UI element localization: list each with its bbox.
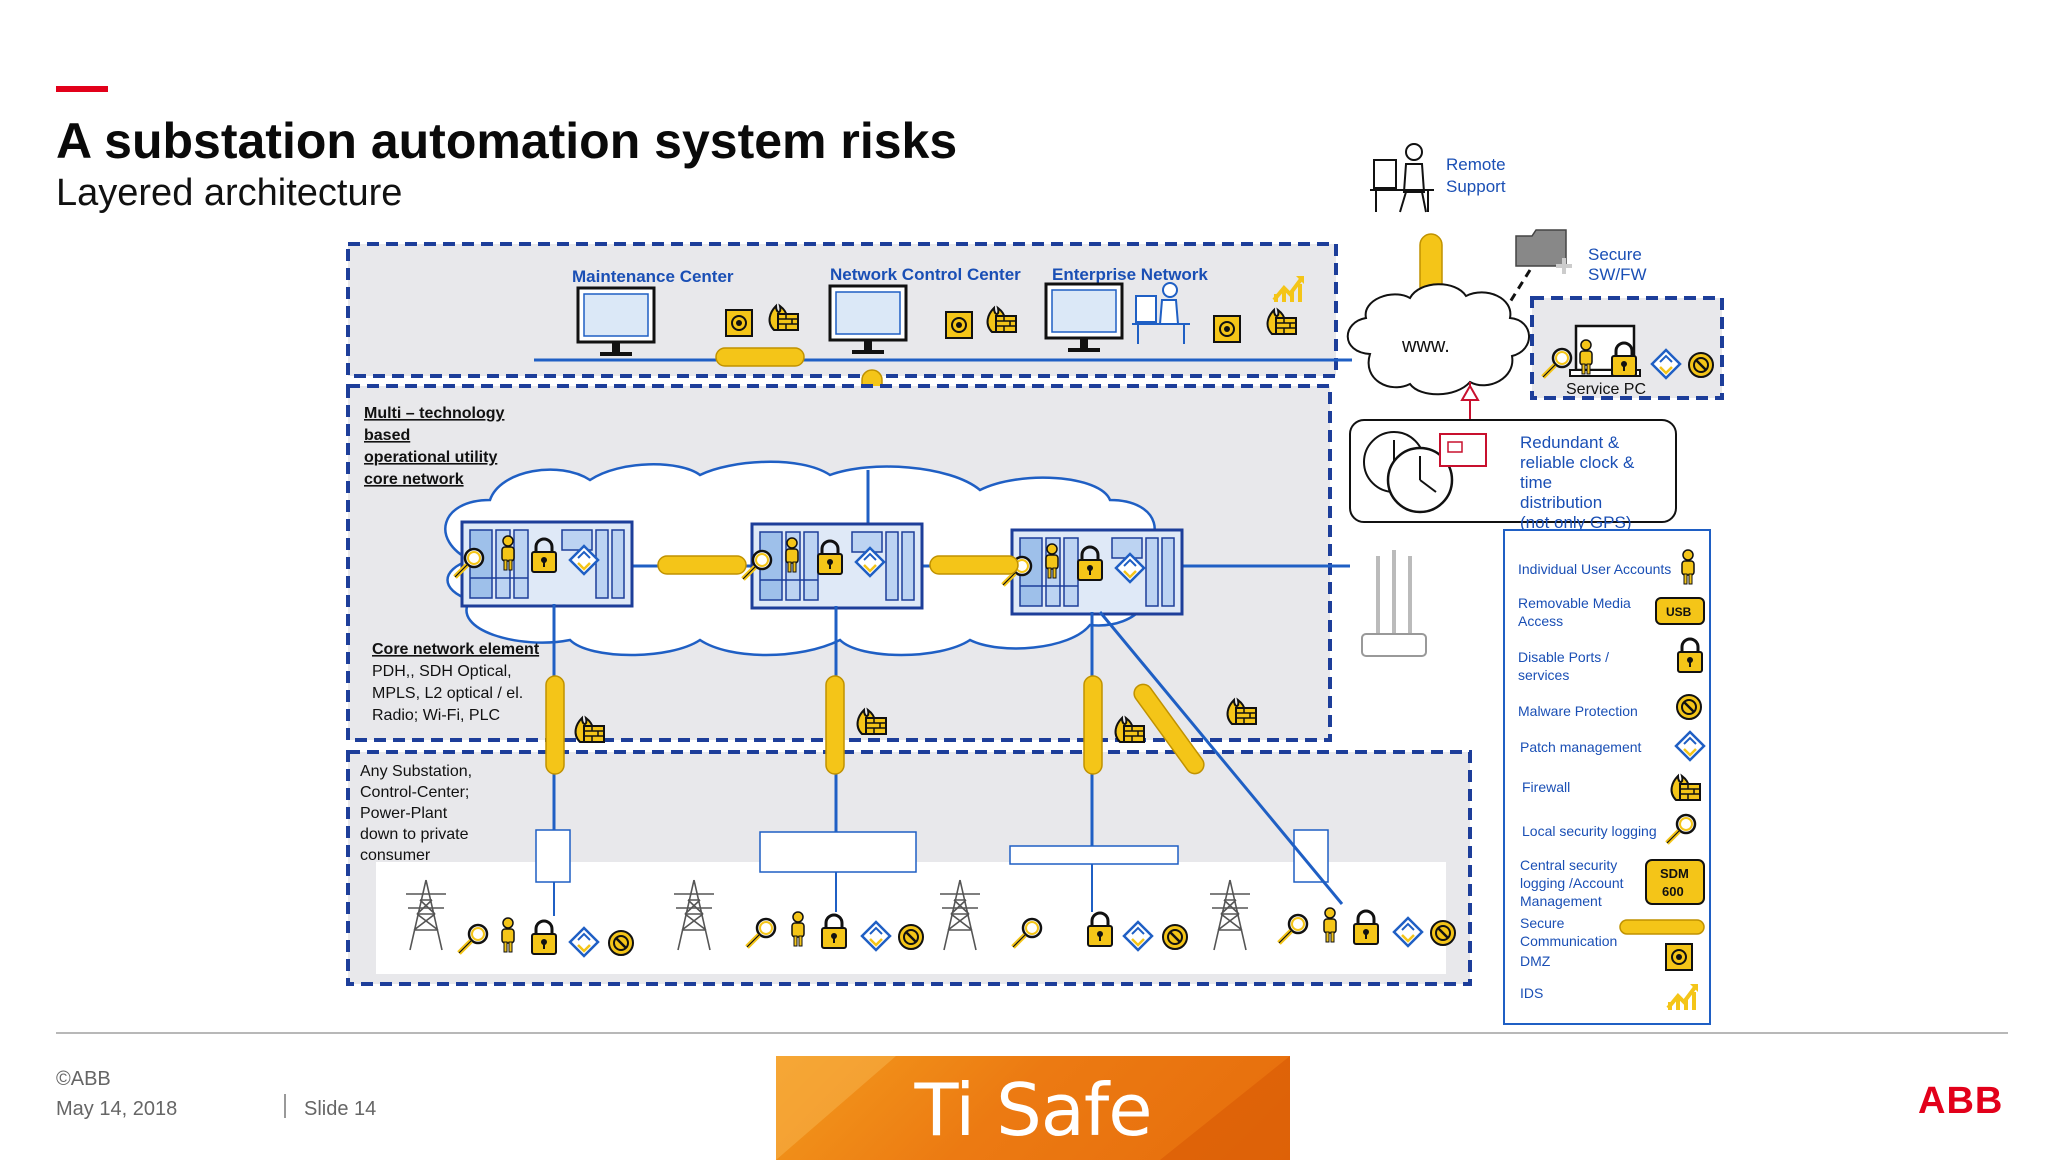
copyright: ©ABB <box>56 1068 111 1090</box>
core-title-line: based <box>364 427 410 444</box>
substation-line: Power-Plant <box>360 805 448 822</box>
dmz-icon <box>945 311 973 339</box>
label-network-control-center: Network Control Center <box>830 265 1021 284</box>
banner-decoration <box>1160 1056 1290 1160</box>
malware-block-icon <box>1161 923 1189 951</box>
malware-block-icon <box>607 929 635 957</box>
abb-logo: ABB <box>1918 1080 2004 1122</box>
sdm600-icon: SDM 600 <box>1645 859 1705 905</box>
secure-communication-tube <box>929 555 1019 575</box>
footer-separator <box>284 1094 286 1118</box>
label-enterprise-network: Enterprise Network <box>1052 265 1208 284</box>
page-subtitle: Layered architecture <box>56 172 403 214</box>
malware-block-icon <box>897 923 925 951</box>
malware-block-icon <box>1675 693 1703 721</box>
secure-communication-tube <box>1133 683 1205 775</box>
switch-device <box>759 831 917 873</box>
core-title-line: core network <box>364 471 464 488</box>
legend-label: Patch management <box>1520 739 1642 755</box>
legend-label: Individual User Accounts <box>1518 561 1671 577</box>
secure-communication-tube <box>545 675 565 775</box>
service-pc-label: Service PC <box>1566 381 1646 398</box>
dmz-icon <box>1665 943 1693 971</box>
secure-swfw-line: Secure <box>1588 245 1642 264</box>
operator-desk-icon <box>1132 282 1190 344</box>
clock-distribution: Redundant & reliable clock & time distri… <box>1349 382 1677 532</box>
substation-line: down to private <box>360 826 469 843</box>
clock-line: Redundant & <box>1520 433 1620 452</box>
usb-icon: USB <box>1655 597 1705 625</box>
ied-device <box>1293 829 1329 883</box>
substation-line: Any Substation, <box>360 763 472 780</box>
clock-line: distribution <box>1520 493 1602 512</box>
dmz-icon <box>725 309 753 337</box>
legend-label: Disable Ports / <box>1518 649 1609 665</box>
secure-swfw-line: SW/FW <box>1588 265 1647 284</box>
secure-tube-icon <box>1619 919 1705 935</box>
footer-date: May 14, 2018 <box>56 1098 178 1120</box>
secure-communication-tube <box>715 347 805 367</box>
legend-label: Management <box>1520 893 1602 909</box>
remote-support-line: Remote <box>1446 155 1506 174</box>
core-element-line: PDH,, SDH Optical, <box>372 663 512 680</box>
www-label: www. <box>1401 335 1450 357</box>
secure-communication-tube <box>1083 675 1103 775</box>
remote-support-line: Support <box>1446 177 1506 196</box>
secure-communication-tube <box>657 555 747 575</box>
folder-icon <box>1515 229 1572 274</box>
clock-line: time <box>1520 473 1552 492</box>
legend: Individual User Accounts Removable Media… <box>1503 529 1711 1025</box>
label-maintenance-center: Maintenance Center <box>572 267 734 286</box>
tisafe-logo: Ti Safe <box>914 1068 1152 1152</box>
substation-line: consumer <box>360 847 431 864</box>
internet-cloud: www. <box>1346 283 1530 396</box>
legend-label: Local security logging <box>1522 823 1657 839</box>
malware-block-icon <box>1429 919 1457 947</box>
substation-links <box>545 604 1344 916</box>
core-layer-title: Multi – technology based operational uti… <box>364 405 505 488</box>
clock-line: reliable clock & <box>1520 453 1635 472</box>
usb-badge-text: USB <box>1666 605 1692 619</box>
core-title-line: Multi – technology <box>364 405 505 422</box>
secure-communication-tube <box>825 675 845 775</box>
core-network-layer: Multi – technology based operational uti… <box>346 384 1346 742</box>
legend-label: Communication <box>1520 933 1617 949</box>
legend-label: Malware Protection <box>1518 703 1638 719</box>
dmz-icon <box>1213 315 1241 343</box>
legend-label: services <box>1518 667 1569 683</box>
core-element-title: Core network element <box>372 641 540 658</box>
legend-label: Access <box>1518 613 1563 629</box>
page-title: A substation automation system risks <box>56 113 958 169</box>
sdm-badge-line: SDM <box>1660 866 1689 881</box>
legend-label: logging /Account <box>1520 875 1624 891</box>
legend-label: Removable Media <box>1518 595 1631 611</box>
substation-description: Any Substation, Control-Center; Power-Pl… <box>360 763 472 864</box>
service-pc-zone: Service PC <box>1530 296 1724 400</box>
secure-swfw: Secure SW/FW <box>1498 229 1647 319</box>
footer-divider <box>56 1032 2008 1034</box>
legend-label: DMZ <box>1520 953 1551 969</box>
malware-block-icon <box>1687 351 1715 379</box>
remote-operator-icon <box>1370 143 1434 213</box>
core-element-line: MPLS, L2 optical / el. <box>372 685 523 702</box>
legend-label: IDS <box>1520 985 1543 1001</box>
ied-device <box>535 829 571 883</box>
switch-device <box>1009 845 1179 865</box>
core-title-line: operational utility <box>364 449 497 466</box>
core-element-line: Radio; Wi-Fi, PLC <box>372 707 500 724</box>
sdm-badge-line: 600 <box>1662 884 1684 899</box>
enterprise-layer: Maintenance Center Network Control Cente… <box>346 242 1352 378</box>
radio-router-icon <box>1361 550 1427 657</box>
tisafe-banner: Ti Safe <box>776 1056 1290 1160</box>
legend-label: Secure <box>1520 915 1565 931</box>
accent-bar <box>56 86 108 92</box>
legend-label: Firewall <box>1522 779 1570 795</box>
substation-line: Control-Center; <box>360 784 469 801</box>
substation-layer: Any Substation, Control-Center; Power-Pl… <box>346 750 1472 986</box>
slide-number: Slide 14 <box>304 1098 377 1120</box>
legend-label: Central security <box>1520 857 1617 873</box>
banner-decoration <box>776 1056 896 1160</box>
clock-line: (not only GPS) <box>1520 513 1632 532</box>
